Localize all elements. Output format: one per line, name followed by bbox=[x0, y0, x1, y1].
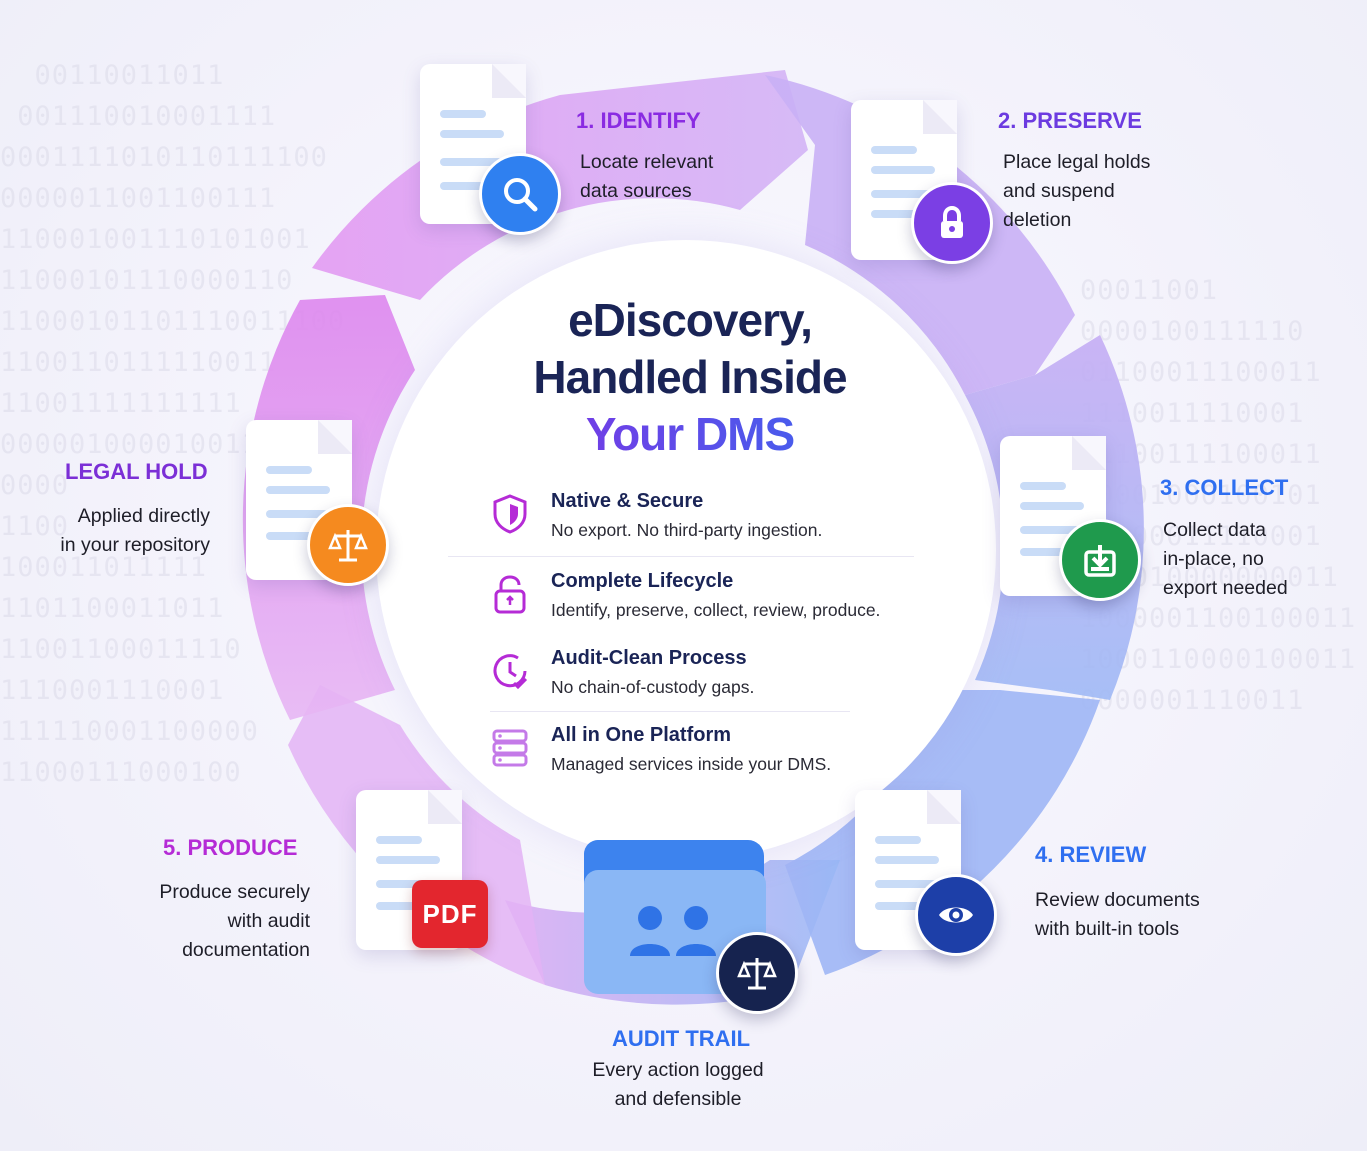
step-preserve-desc: Place legal holds and suspend deletion bbox=[1003, 151, 1151, 231]
document-icon bbox=[1000, 436, 1106, 596]
step-audit-trail-title: AUDIT TRAIL bbox=[612, 1026, 751, 1051]
feature-name: Complete Lifecycle bbox=[551, 570, 734, 592]
feature-name: Native & Secure bbox=[551, 490, 704, 512]
step-collect-title: 3. COLLECT bbox=[1160, 475, 1289, 500]
eye-icon bbox=[915, 874, 997, 956]
divider bbox=[448, 556, 914, 557]
feature-desc: No export. No third-party ingestion. bbox=[551, 520, 823, 540]
clock-check-icon bbox=[493, 654, 528, 690]
title-line-3: Your DMS bbox=[440, 406, 940, 463]
step-audit-trail-desc: Every action logged and defensible bbox=[592, 1059, 764, 1110]
feature-desc: Managed services inside your DMS. bbox=[551, 754, 832, 774]
step-identify-desc: Locate relevant data sources bbox=[580, 151, 714, 202]
download-icon bbox=[1059, 519, 1141, 601]
divider bbox=[490, 711, 850, 712]
step-legal-hold-title: LEGAL HOLD bbox=[65, 459, 208, 484]
feature-name: Audit-Clean Process bbox=[551, 647, 747, 669]
step-collect-desc: Collect data in-place, no export needed bbox=[1163, 519, 1288, 599]
server-stack-icon bbox=[492, 729, 528, 767]
feature-desc: Identify, preserve, collect, review, pro… bbox=[551, 600, 881, 620]
title-line-1: eDiscovery, bbox=[568, 294, 813, 346]
center-panel bbox=[376, 240, 996, 860]
step-review-desc: Review documents with built-in tools bbox=[1035, 889, 1200, 940]
padlock-icon bbox=[494, 575, 526, 614]
step-identify-title: 1. IDENTIFY bbox=[576, 108, 701, 133]
title-line-2: Handled Inside bbox=[533, 351, 847, 403]
step-preserve-title: 2. PRESERVE bbox=[998, 108, 1142, 133]
lock-icon bbox=[911, 182, 993, 264]
step-review-title: 4. REVIEW bbox=[1035, 842, 1147, 867]
search-icon bbox=[479, 153, 561, 235]
step-produce-title: 5. PRODUCE bbox=[163, 835, 298, 860]
pdf-icon: PDF bbox=[412, 880, 488, 948]
step-produce-desc: Produce securely with audit documentatio… bbox=[159, 881, 310, 961]
scales-icon bbox=[716, 932, 798, 1014]
document-icon bbox=[420, 64, 526, 224]
shield-icon bbox=[493, 494, 527, 534]
feature-desc: No chain-of-custody gaps. bbox=[551, 677, 755, 697]
binary-background-left: 00110011011 001110010001111 000111101011… bbox=[0, 60, 346, 788]
feature-name: All in One Platform bbox=[551, 724, 732, 746]
scales-icon bbox=[307, 504, 389, 586]
step-legal-hold-desc: Applied directly in your repository bbox=[60, 505, 210, 556]
page-title: eDiscovery, Handled Inside Your DMS bbox=[440, 292, 940, 463]
